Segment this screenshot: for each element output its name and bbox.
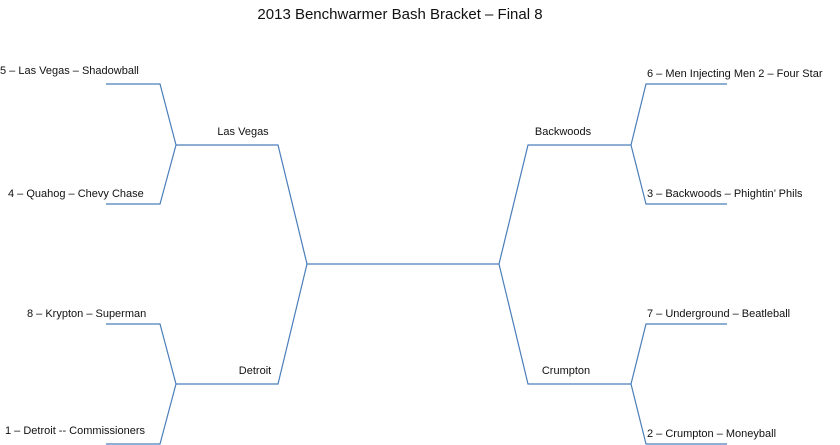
left-top-seed-a-label: 5 – Las Vegas – Shadowball <box>0 65 139 77</box>
left-top-matchup: 5 – Las Vegas – Shadowball 4 – Quahog – … <box>0 65 177 205</box>
right-top-seed-a-line <box>630 83 727 146</box>
right-top-seed-b-label: 3 – Backwoods – Phightin’ Phils <box>647 188 803 200</box>
right-top-seed-b-line <box>630 144 727 205</box>
right-bottom-seed-a-label: 7 – Underground – Beatleball <box>647 308 790 320</box>
right-semifinal: Backwoods Crumpton <box>498 126 631 385</box>
left-bottom-seed-b-label: 1 – Detroit -- Commissioners <box>5 425 145 437</box>
bracket-title: 2013 Benchwarmer Bash Bracket – Final 8 <box>257 6 542 23</box>
left-semifinal-top-line <box>176 144 308 265</box>
left-bottom-winner-label: Detroit <box>239 365 271 377</box>
right-bottom-seed-b-label: 2 – Crumpton – Moneyball <box>647 428 776 440</box>
right-bottom-seed-b-line <box>630 383 727 445</box>
right-top-seed-a-label: 6 – Men Injecting Men 2 – Four Star <box>647 68 823 80</box>
right-bottom-seed-a-line <box>630 323 727 385</box>
left-semifinal-bottom-line <box>176 263 308 385</box>
right-semifinal-bottom-line <box>498 263 631 385</box>
left-top-seed-b-line <box>106 144 177 205</box>
left-bottom-seed-a-line <box>106 323 177 385</box>
right-top-matchup: 6 – Men Injecting Men 2 – Four Star 3 – … <box>630 68 823 205</box>
right-top-winner-label: Backwoods <box>535 126 592 138</box>
left-top-seed-a-line <box>106 83 177 146</box>
left-bottom-seed-a-label: 8 – Krypton – Superman <box>27 308 146 320</box>
right-bottom-winner-label: Crumpton <box>542 365 590 377</box>
left-semifinal: Las Vegas Detroit <box>176 126 308 385</box>
left-bottom-seed-b-line <box>106 383 177 445</box>
left-top-seed-b-label: 4 – Quahog – Chevy Chase <box>8 188 144 200</box>
left-top-winner-label: Las Vegas <box>217 126 269 138</box>
right-semifinal-top-line <box>498 144 631 265</box>
right-bottom-matchup: 7 – Underground – Beatleball 2 – Crumpto… <box>630 308 790 445</box>
left-bottom-matchup: 8 – Krypton – Superman 1 – Detroit -- Co… <box>5 308 177 445</box>
